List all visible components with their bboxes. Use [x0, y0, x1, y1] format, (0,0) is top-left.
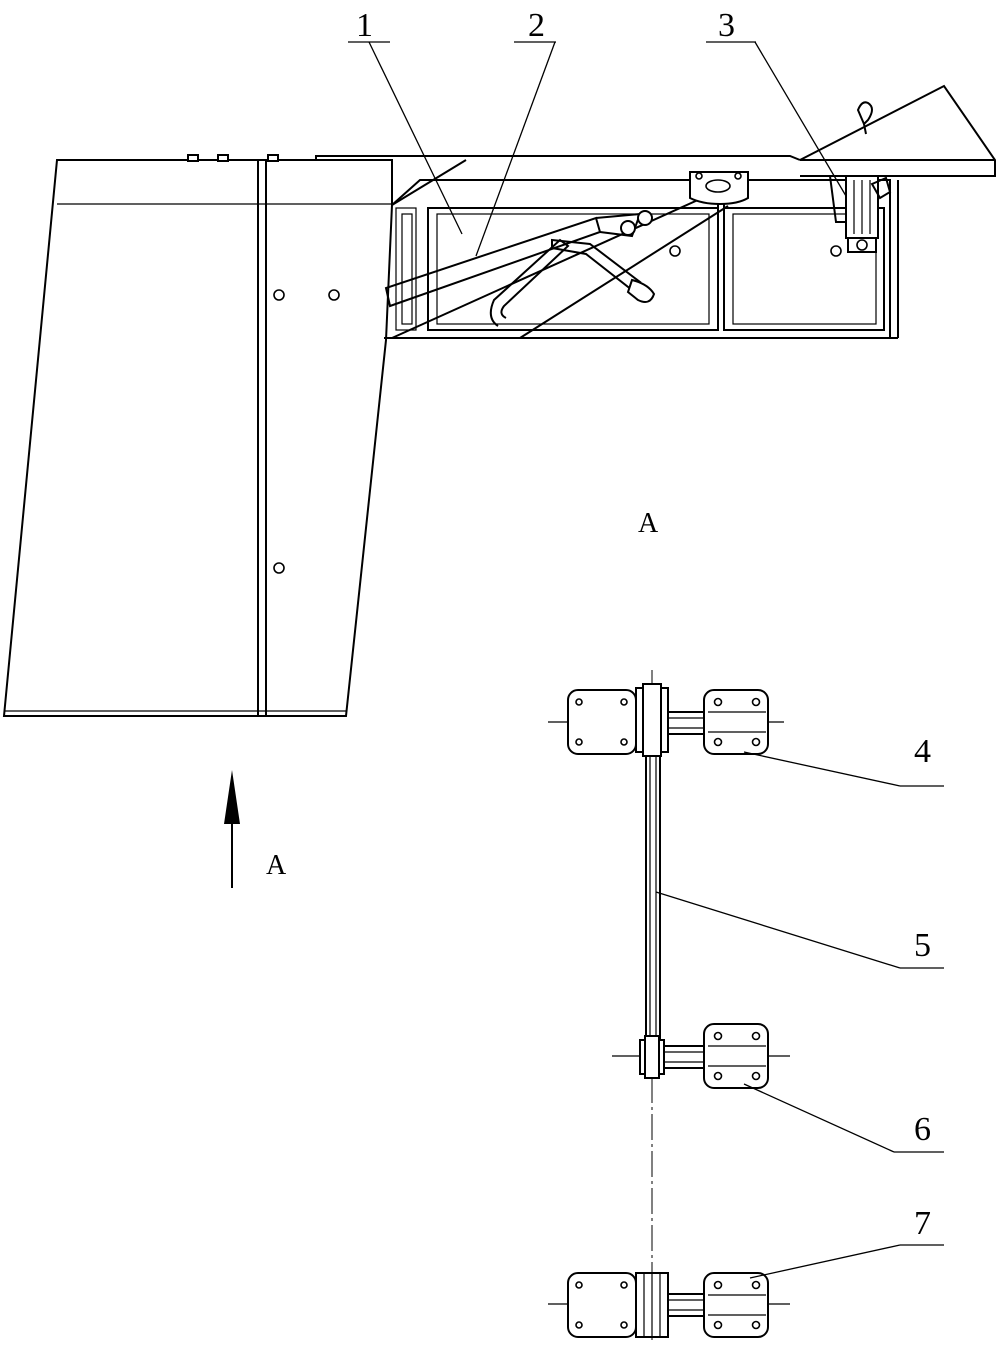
- view-arrow-label: A: [266, 850, 287, 881]
- knob-icon: [856, 101, 873, 135]
- hinge-middle: [612, 1023, 790, 1089]
- callout-2: 2: [528, 7, 545, 44]
- view-title: A: [638, 508, 659, 539]
- hinge-shaft: [645, 739, 661, 1051]
- door-panel: [2, 154, 393, 717]
- callout-7: 7: [914, 1205, 931, 1242]
- hook-lever: [489, 238, 656, 327]
- hinge-top: [548, 683, 784, 757]
- gas-strut: [384, 210, 653, 308]
- hinge-bottom: [548, 1272, 790, 1338]
- side-view-assembly: [2, 41, 996, 717]
- callout-3: 3: [718, 7, 735, 44]
- view-a-hinges: [548, 670, 944, 1340]
- center-hinge-plate: [689, 171, 749, 206]
- callout-1: 1: [356, 7, 373, 44]
- callout-4: 4: [914, 733, 931, 770]
- upper-frame: [315, 84, 996, 339]
- latch-assembly: [829, 175, 892, 253]
- view-direction-arrow: [224, 770, 240, 888]
- callout-6: 6: [914, 1111, 931, 1148]
- callout-5: 5: [914, 927, 931, 964]
